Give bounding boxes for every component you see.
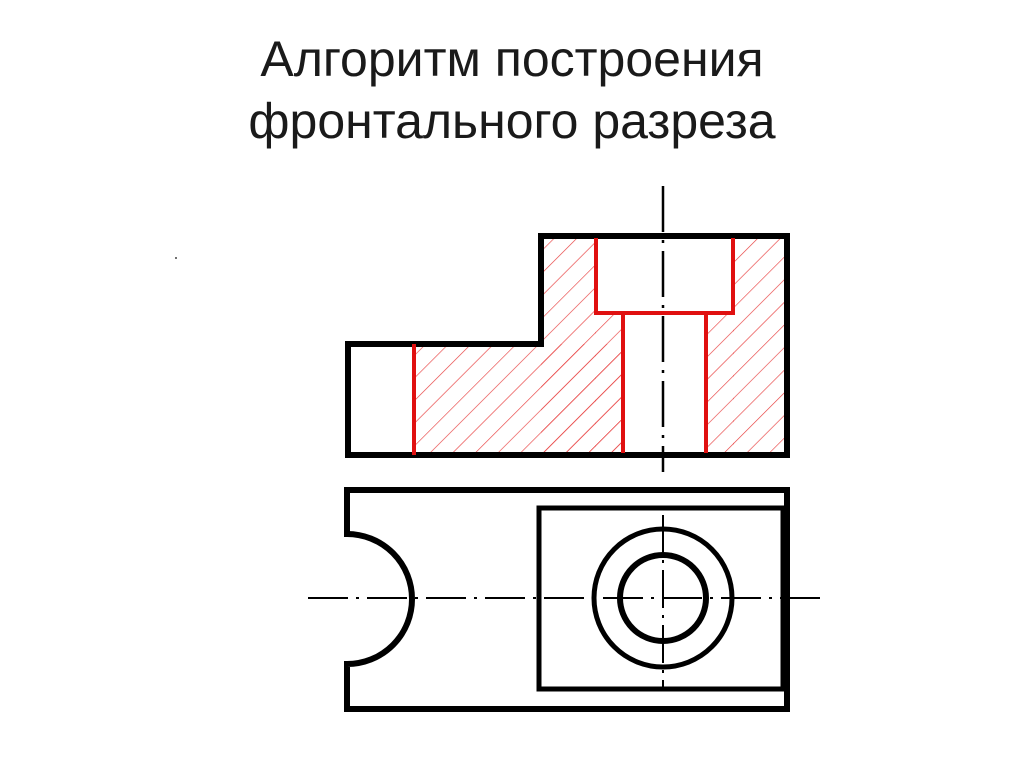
- title-line-1: Алгоритм построения: [260, 31, 764, 87]
- slide-title: Алгоритм построения фронтального разреза: [0, 28, 1024, 152]
- stray-dot: [175, 257, 177, 259]
- top-outer-contour: [344, 487, 790, 712]
- front-outer-contour: [345, 233, 790, 458]
- section-red-lines: [412, 238, 735, 455]
- title-line-2: фронтального разреза: [248, 93, 776, 149]
- top-view: [308, 487, 826, 712]
- front-section-view: [345, 186, 790, 472]
- section-hatching: [414, 236, 787, 455]
